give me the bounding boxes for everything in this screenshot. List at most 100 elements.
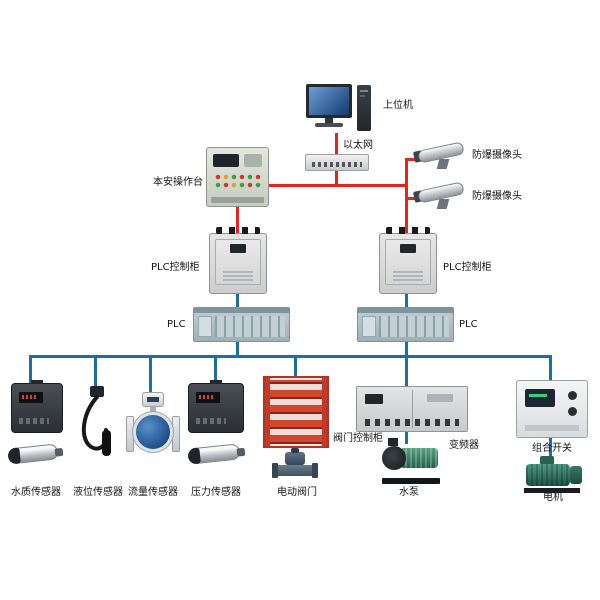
sensor-keys: [19, 418, 49, 424]
plc-io-modules: [379, 316, 449, 337]
sensor-display: [19, 392, 43, 403]
motor-body: [526, 464, 570, 486]
inverter-icon: [356, 386, 468, 432]
pressure-probe-icon: [187, 443, 241, 465]
switch-strip: [525, 425, 579, 431]
valve-flange: [272, 463, 278, 478]
label-camera-bottom: 防爆摄像头: [472, 191, 522, 202]
inverter-ports: [365, 419, 459, 426]
motor-junction-box: [540, 456, 554, 465]
cabinet-terminals: [386, 227, 430, 234]
link-cabinet-left-plc: [236, 292, 239, 309]
pump-volute: [382, 446, 406, 470]
ethernet-switch-icon: [305, 154, 369, 171]
label-host-computer: 上位机: [383, 100, 413, 111]
monitor-frame: [306, 84, 352, 118]
label-level-sensor: 液位传感器: [73, 487, 123, 498]
flow-body: [133, 412, 173, 452]
link-cabinet-right-plc: [405, 292, 408, 309]
flow-sensor-icon: [126, 392, 180, 468]
pump-outlet: [388, 438, 398, 446]
label-console: 本安操作台: [153, 177, 203, 188]
plc-io-modules: [215, 316, 285, 337]
network-trunk: [268, 184, 408, 187]
link-computer-ethernet: [335, 133, 338, 155]
link-switch-motor: [549, 436, 552, 456]
cabinet-display: [400, 244, 416, 253]
cabinet-vent: [223, 271, 253, 281]
water-pump-icon: [382, 438, 442, 484]
monitor-stand: [325, 118, 333, 123]
console-icon: [206, 147, 269, 207]
label-plc-left: PLC: [167, 319, 186, 330]
electric-valve-icon: [272, 448, 318, 482]
cabinet-vent: [393, 271, 423, 281]
motor-base: [524, 488, 580, 493]
label-pressure-sensor: 压力传感器: [191, 487, 241, 498]
flow-display-head: [142, 392, 164, 407]
motor-end-cap: [570, 466, 582, 484]
valve-flange: [312, 463, 318, 478]
plc-power-module: [198, 316, 212, 337]
monitor-base: [315, 123, 343, 127]
link-console-plc-cabinet-left: [236, 206, 239, 233]
network-riser-right: [405, 158, 408, 234]
valve-cabinet-shelves: [267, 380, 325, 444]
drop-pressure-sensor: [214, 355, 217, 385]
drop-inverter: [405, 355, 408, 388]
cabinet-terminals: [216, 227, 260, 234]
link-plc-right-bus: [405, 341, 408, 356]
plc-right-icon: [357, 307, 454, 342]
field-bus: [29, 355, 552, 358]
console-screen: [213, 154, 239, 167]
valve-cabinet-rails: [265, 378, 270, 446]
valve-body: [275, 465, 315, 476]
switch-knob: [568, 407, 577, 416]
inverter-display: [365, 394, 383, 404]
label-plc-cabinet-left: PLC控制柜: [151, 262, 200, 273]
camera-mount: [436, 199, 450, 209]
label-combination-switch: 组合开关: [532, 443, 572, 454]
camera-bottom-icon: [412, 178, 468, 212]
water-quality-probe-icon: [7, 443, 59, 465]
label-valve-control-cabinet: 阀门控制柜: [333, 433, 383, 444]
host-computer-icon: [306, 84, 372, 134]
plc-left-icon: [193, 307, 290, 342]
link-camera-bottom: [405, 197, 420, 200]
label-camera-top: 防爆摄像头: [472, 150, 522, 161]
drop-valve-cabinet: [294, 355, 297, 378]
monitor-screen: [309, 87, 349, 115]
pump-motor: [400, 448, 438, 468]
link-ethernet-down: [335, 170, 338, 186]
valve-control-cabinet-icon: [263, 376, 329, 448]
drop-combination-switch: [549, 355, 552, 382]
pressure-sensor-icon: [188, 383, 244, 433]
label-flow-sensor: 流量传感器: [128, 487, 178, 498]
switch-window: [525, 389, 555, 407]
plc-cabinet-left-icon: [209, 227, 267, 294]
flow-neck: [150, 407, 156, 413]
inverter-door-split: [412, 390, 413, 428]
camera-mount: [436, 159, 450, 169]
flange: [172, 416, 180, 452]
computer-tower: [357, 85, 371, 131]
inverter-panel: [427, 394, 453, 402]
label-water-pump: 水泵: [399, 487, 419, 498]
label-ethernet: 以太网: [343, 140, 373, 151]
link-plc-left-bus: [236, 341, 239, 356]
label-inverter: 变频器: [449, 440, 479, 451]
drop-flow-sensor: [149, 355, 152, 394]
drop-water-quality-sensor: [29, 355, 32, 385]
switch-knob: [568, 391, 577, 400]
label-plc-cabinet-right: PLC控制柜: [443, 262, 492, 273]
level-sensor-icon: [76, 386, 120, 466]
console-panel: [244, 154, 262, 167]
sensor-display: [196, 392, 220, 403]
drop-level-sensor: [94, 355, 97, 388]
console-buttons: [213, 173, 264, 193]
combination-switch-icon: [516, 380, 588, 438]
link-inverter-pump: [405, 430, 408, 444]
plc-power-module: [362, 316, 376, 337]
camera-top-icon: [412, 138, 468, 172]
